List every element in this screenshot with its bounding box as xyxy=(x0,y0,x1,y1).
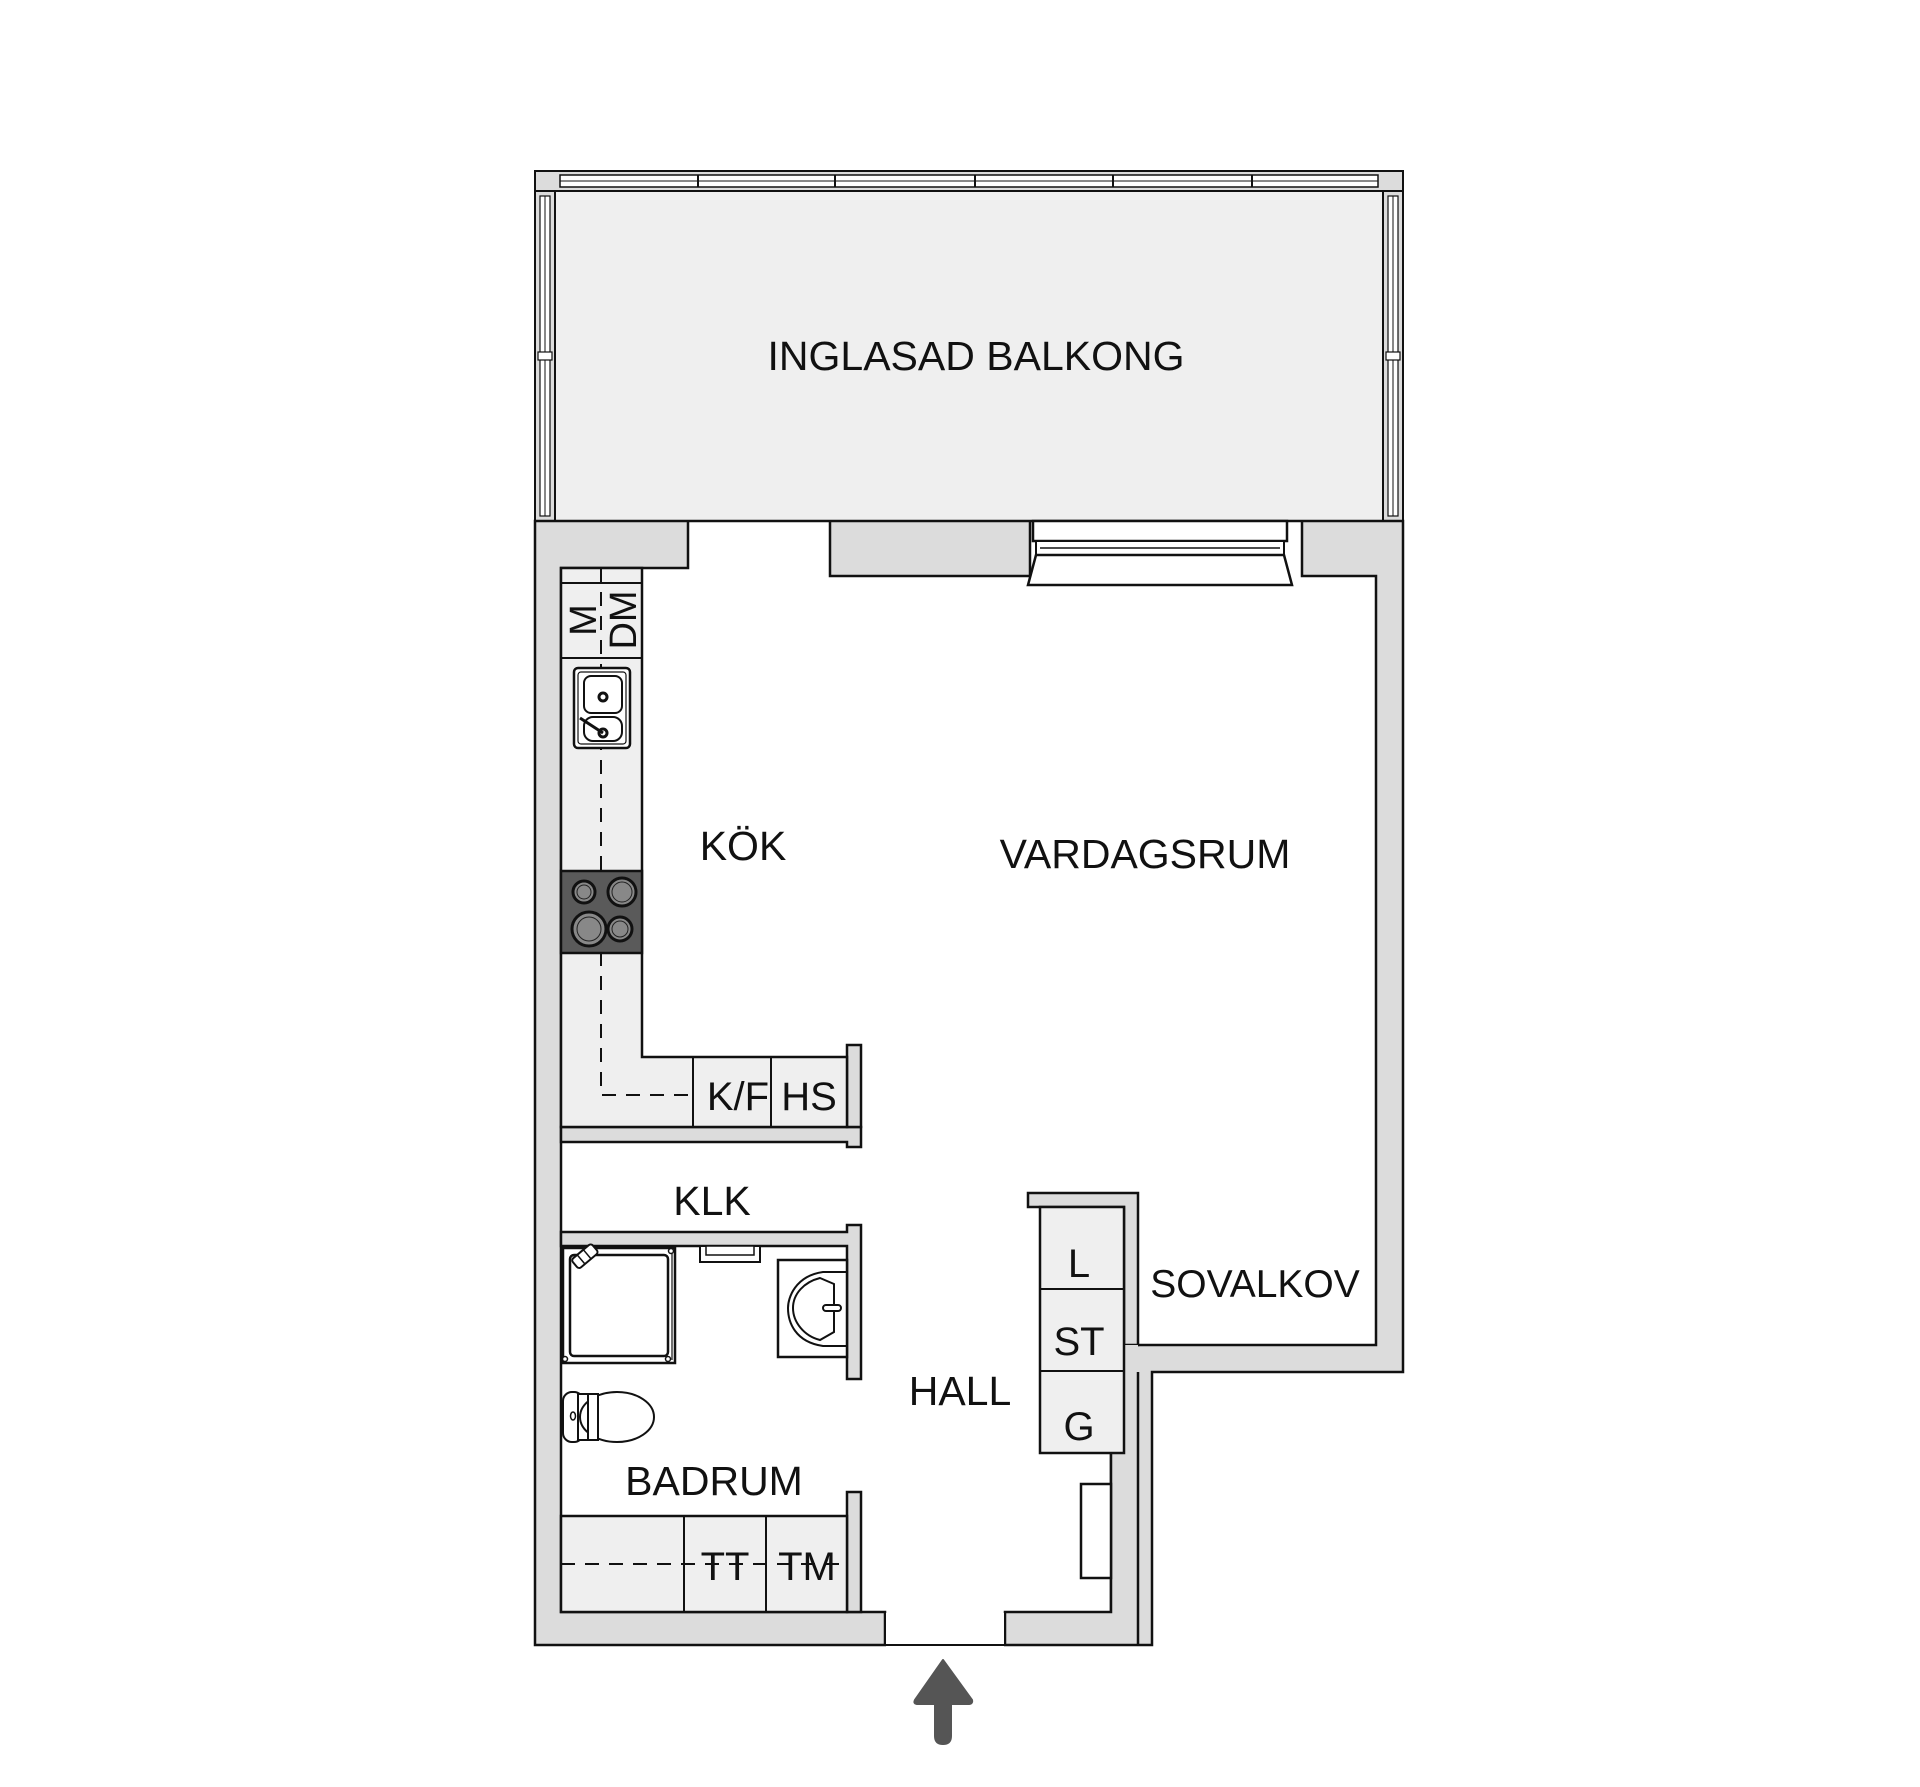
room-label-alcove: SOVALKOV xyxy=(1150,1263,1360,1306)
hall-storage: L ST G xyxy=(1038,1205,1126,1580)
fixture-wardrobe: G xyxy=(1063,1405,1094,1449)
window-icon xyxy=(1026,519,1294,587)
washbasin-icon xyxy=(776,1258,849,1359)
fixture-fridge-freezer: K/F xyxy=(707,1075,769,1119)
fixture-dishwasher: DM xyxy=(603,590,645,649)
fixture-dryer: TT xyxy=(701,1545,750,1589)
balcony: INGLASAD BALKONG xyxy=(534,170,1404,522)
shower-icon xyxy=(561,1243,677,1365)
toilet-icon xyxy=(562,1391,655,1443)
fixture-washer: TM xyxy=(778,1545,836,1589)
laundry-counter: TT TM xyxy=(559,1514,849,1614)
room-label-hall: HALL xyxy=(909,1368,1012,1414)
room-label-living: VARDAGSRUM xyxy=(1000,831,1291,877)
fixture-microwave: M xyxy=(563,604,605,636)
room-label-bathroom: BADRUM xyxy=(625,1458,803,1504)
room-label-balcony: INGLASAD BALKONG xyxy=(768,333,1185,379)
fixture-storage: ST xyxy=(1053,1320,1104,1364)
arrow-up-icon xyxy=(913,1659,974,1745)
room-label-closet: KLK xyxy=(673,1178,751,1224)
radiator-icon xyxy=(699,1245,761,1263)
stove-icon xyxy=(559,869,644,955)
fixture-tall-cabinet: HS xyxy=(781,1075,837,1119)
fixture-linen: L xyxy=(1068,1242,1090,1286)
room-label-kitchen: KÖK xyxy=(700,823,787,869)
kitchen-sink-icon xyxy=(572,666,632,750)
